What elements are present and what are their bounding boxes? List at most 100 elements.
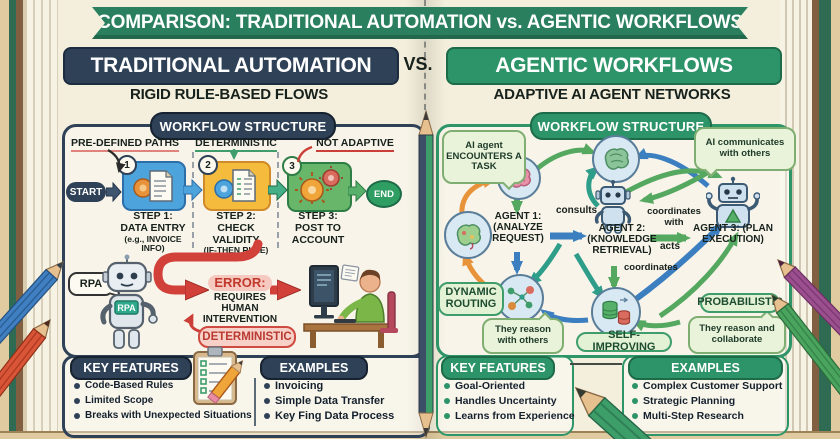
arrow-teal-consults: [585, 165, 600, 208]
column-label-deterministic: DETERMINISTIC: [194, 137, 278, 152]
bullet-dot: [632, 383, 638, 389]
arrow-green-collab-to-memory: [631, 319, 681, 332]
step2-box: 2: [198, 155, 271, 211]
clipboard-icon: [193, 346, 244, 405]
self-improving-pill: SELF-IMPROVING: [576, 330, 672, 353]
task-speech-bubble: AI agent ENCOUNTERS A TASK: [442, 130, 526, 184]
arrow-teal-to-routing: [527, 242, 563, 286]
arrow-step3-end: [348, 180, 367, 202]
error-loop-arrow: [153, 239, 263, 290]
agent3-label: AGENT 3: (PLAN EXECUTION): [693, 223, 773, 246]
left-feature-item: Code-Based Rules: [74, 380, 173, 391]
bullet-dot: [74, 382, 80, 389]
agent2-robot-icon: [594, 180, 632, 234]
step2-number-badge: 2: [198, 155, 218, 175]
arrow-step1-step2: [183, 179, 203, 201]
brain-icon-agent1: [444, 211, 492, 259]
left-example-item: Simple Data Transfer: [264, 395, 384, 407]
coordinates-label: coordinates: [624, 262, 678, 273]
reason-others-speech-bubble: They reason with others: [482, 318, 564, 354]
bullet-dot: [632, 413, 638, 419]
robot-icon: RPA: [100, 254, 158, 349]
person-at-desk-icon: [303, 264, 398, 348]
right-key-features-title: KEY FEATURES: [441, 356, 555, 380]
step3-box: 3: [282, 156, 352, 212]
corner-pencils-right-icon: [771, 258, 840, 439]
arrow-teal-to-memory: [573, 252, 605, 301]
bullet-dot: [264, 398, 270, 404]
bullet-dot: [632, 398, 638, 404]
reason-collab-speech-bubble: They reason and collaborate: [688, 316, 786, 354]
error-callout: ERROR: REQUIRES HUMAN INTERVENTION: [202, 275, 278, 325]
step1-box: 1: [117, 155, 186, 211]
error-title: ERROR:: [208, 275, 272, 292]
arrow-step2-step3: [268, 179, 288, 201]
arrow-green-brain-to-brain: [536, 143, 597, 170]
gear-document-icon: [133, 170, 173, 202]
rpa-chest-badge: RPA: [117, 303, 136, 313]
right-subtitle: ADAPTIVE AI AGENT NETWORKS: [493, 86, 731, 103]
dynamic-routing-pill: DYNAMIC ROUTING: [438, 282, 504, 316]
left-example-item: Key Fing Data Process: [264, 410, 394, 422]
corner-pencils-left-icon: [0, 260, 64, 439]
rpa-speech-bubble: RPA: [68, 272, 114, 296]
title-ribbon: COMPARISON: TRADITIONAL AUTOMATION vs. A…: [92, 7, 748, 39]
right-examples-title: EXAMPLES: [628, 356, 783, 380]
right-example-item: Strategic Planning: [632, 395, 735, 407]
bullet-dot: [264, 383, 270, 389]
step2-label: STEP 2:CHECK VALIDITY (IF-THEN RULE): [203, 210, 269, 256]
bottom-pencil-tip-icon: [574, 386, 656, 439]
title-text: COMPARISON: TRADITIONAL AUTOMATION vs. A…: [97, 12, 743, 33]
bullet-dot: [74, 412, 80, 419]
right-header: AGENTIC WORKFLOWS: [446, 47, 782, 85]
right-feature-item: Handles Uncertainty: [444, 395, 557, 407]
left-feature-item: Breaks with Unexpected Situations: [74, 410, 252, 421]
deterministic-pill: DETERMINISTIC: [198, 326, 296, 348]
bullet-dot: [444, 398, 450, 404]
acts-label: acts: [660, 241, 681, 252]
bullet-dot: [74, 397, 80, 404]
bullet-dot: [444, 383, 450, 389]
arrow-blue-memory-to-agent3: [630, 222, 724, 305]
communicates-speech-bubble: AI communicates with others: [694, 127, 796, 171]
agent2-label: AGENT 2: (KNOWLEDGE RETRIEVAL): [587, 223, 657, 257]
bullet-dot: [264, 413, 270, 419]
features-divider: [254, 378, 256, 426]
left-example-item: Invoicing: [264, 380, 323, 392]
database-icon: [591, 287, 641, 337]
right-feature-item: Learns from Experience: [444, 410, 575, 422]
column-label-not-adaptive: NOT ADAPTIVE: [312, 137, 398, 152]
column-divider-2: [277, 152, 279, 248]
vs-label: VS.: [403, 53, 433, 74]
step3-label: STEP 3:POST TO ACCOUNT: [291, 210, 345, 246]
checklist-document-icon: [214, 169, 256, 202]
arrow-green-up-to-agent3: [658, 231, 739, 319]
arrow-start-step1: [106, 182, 122, 202]
agent1-label: AGENT 1: (ANALYZE REQUEST): [492, 211, 544, 245]
column-divider-1: [192, 152, 194, 248]
left-key-features-title: KEY FEATURES: [70, 356, 192, 380]
consults-label: consults: [556, 205, 598, 216]
center-divider-pencil-icon: [418, 109, 434, 439]
step1-label: STEP 1:DATA ENTRY (e.g., INVOICE INFO): [120, 210, 186, 254]
right-example-item: Complex Customer Support: [632, 380, 782, 392]
coordinates-with-label: coordinates with: [647, 206, 701, 228]
agent3-robot-icon: [706, 176, 760, 228]
gears-icon: [295, 166, 343, 204]
left-workflow-title: WORKFLOW STRUCTURE: [150, 112, 336, 140]
left-subtitle: RIGID RULE-BASED FLOWS: [129, 86, 329, 103]
column-label-predefined: PRE-DEFINED PATHS: [66, 137, 184, 152]
left-examples-title: EXAMPLES: [260, 356, 368, 380]
right-example-item: Multi-Step Research: [632, 410, 744, 422]
right-feature-item: Goal-Oriented: [444, 380, 525, 392]
brain-icon-shared: [592, 135, 640, 183]
bullet-dot: [444, 413, 450, 419]
boxes-connector-line: [570, 363, 622, 365]
not-adaptive-swoosh: [296, 145, 313, 163]
end-node: END: [366, 180, 402, 208]
center-dashed-line: [424, 0, 426, 110]
left-header: TRADITIONAL AUTOMATION: [63, 47, 399, 85]
left-feature-item: Limited Scope: [74, 395, 153, 406]
start-node: START: [66, 182, 106, 202]
